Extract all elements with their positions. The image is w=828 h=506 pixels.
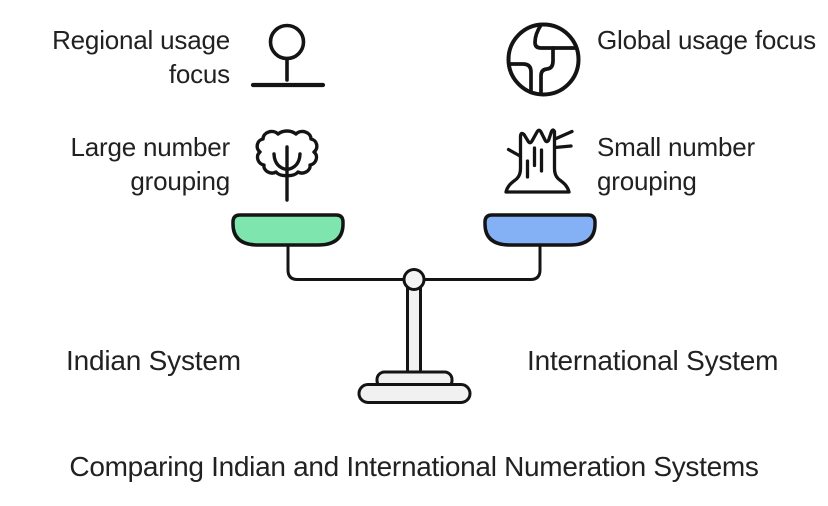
feature-label-small-number-grouping: Small number grouping [597, 132, 755, 196]
scale-pivot [402, 268, 426, 291]
right-system-label: International System [527, 345, 779, 376]
tree-icon [255, 129, 319, 202]
map-pin-icon [250, 23, 326, 88]
left-system-label: Indian System [66, 345, 241, 376]
feature-label-global-usage-focus: Global usage focus [597, 25, 816, 55]
feature-label-large-number-grouping: Large number grouping [70, 132, 231, 196]
left-pan [231, 213, 345, 247]
tree-stump-icon [504, 128, 574, 194]
right-pan [483, 213, 597, 247]
scale-base-lower [357, 383, 472, 404]
diagram-title: Comparing Indian and International Numer… [69, 451, 759, 482]
feature-label-regional-usage-focus: Regional usage focus [52, 25, 230, 89]
balance-scale [231, 213, 597, 404]
scale-pillar [406, 286, 422, 378]
globe-icon [506, 22, 581, 97]
